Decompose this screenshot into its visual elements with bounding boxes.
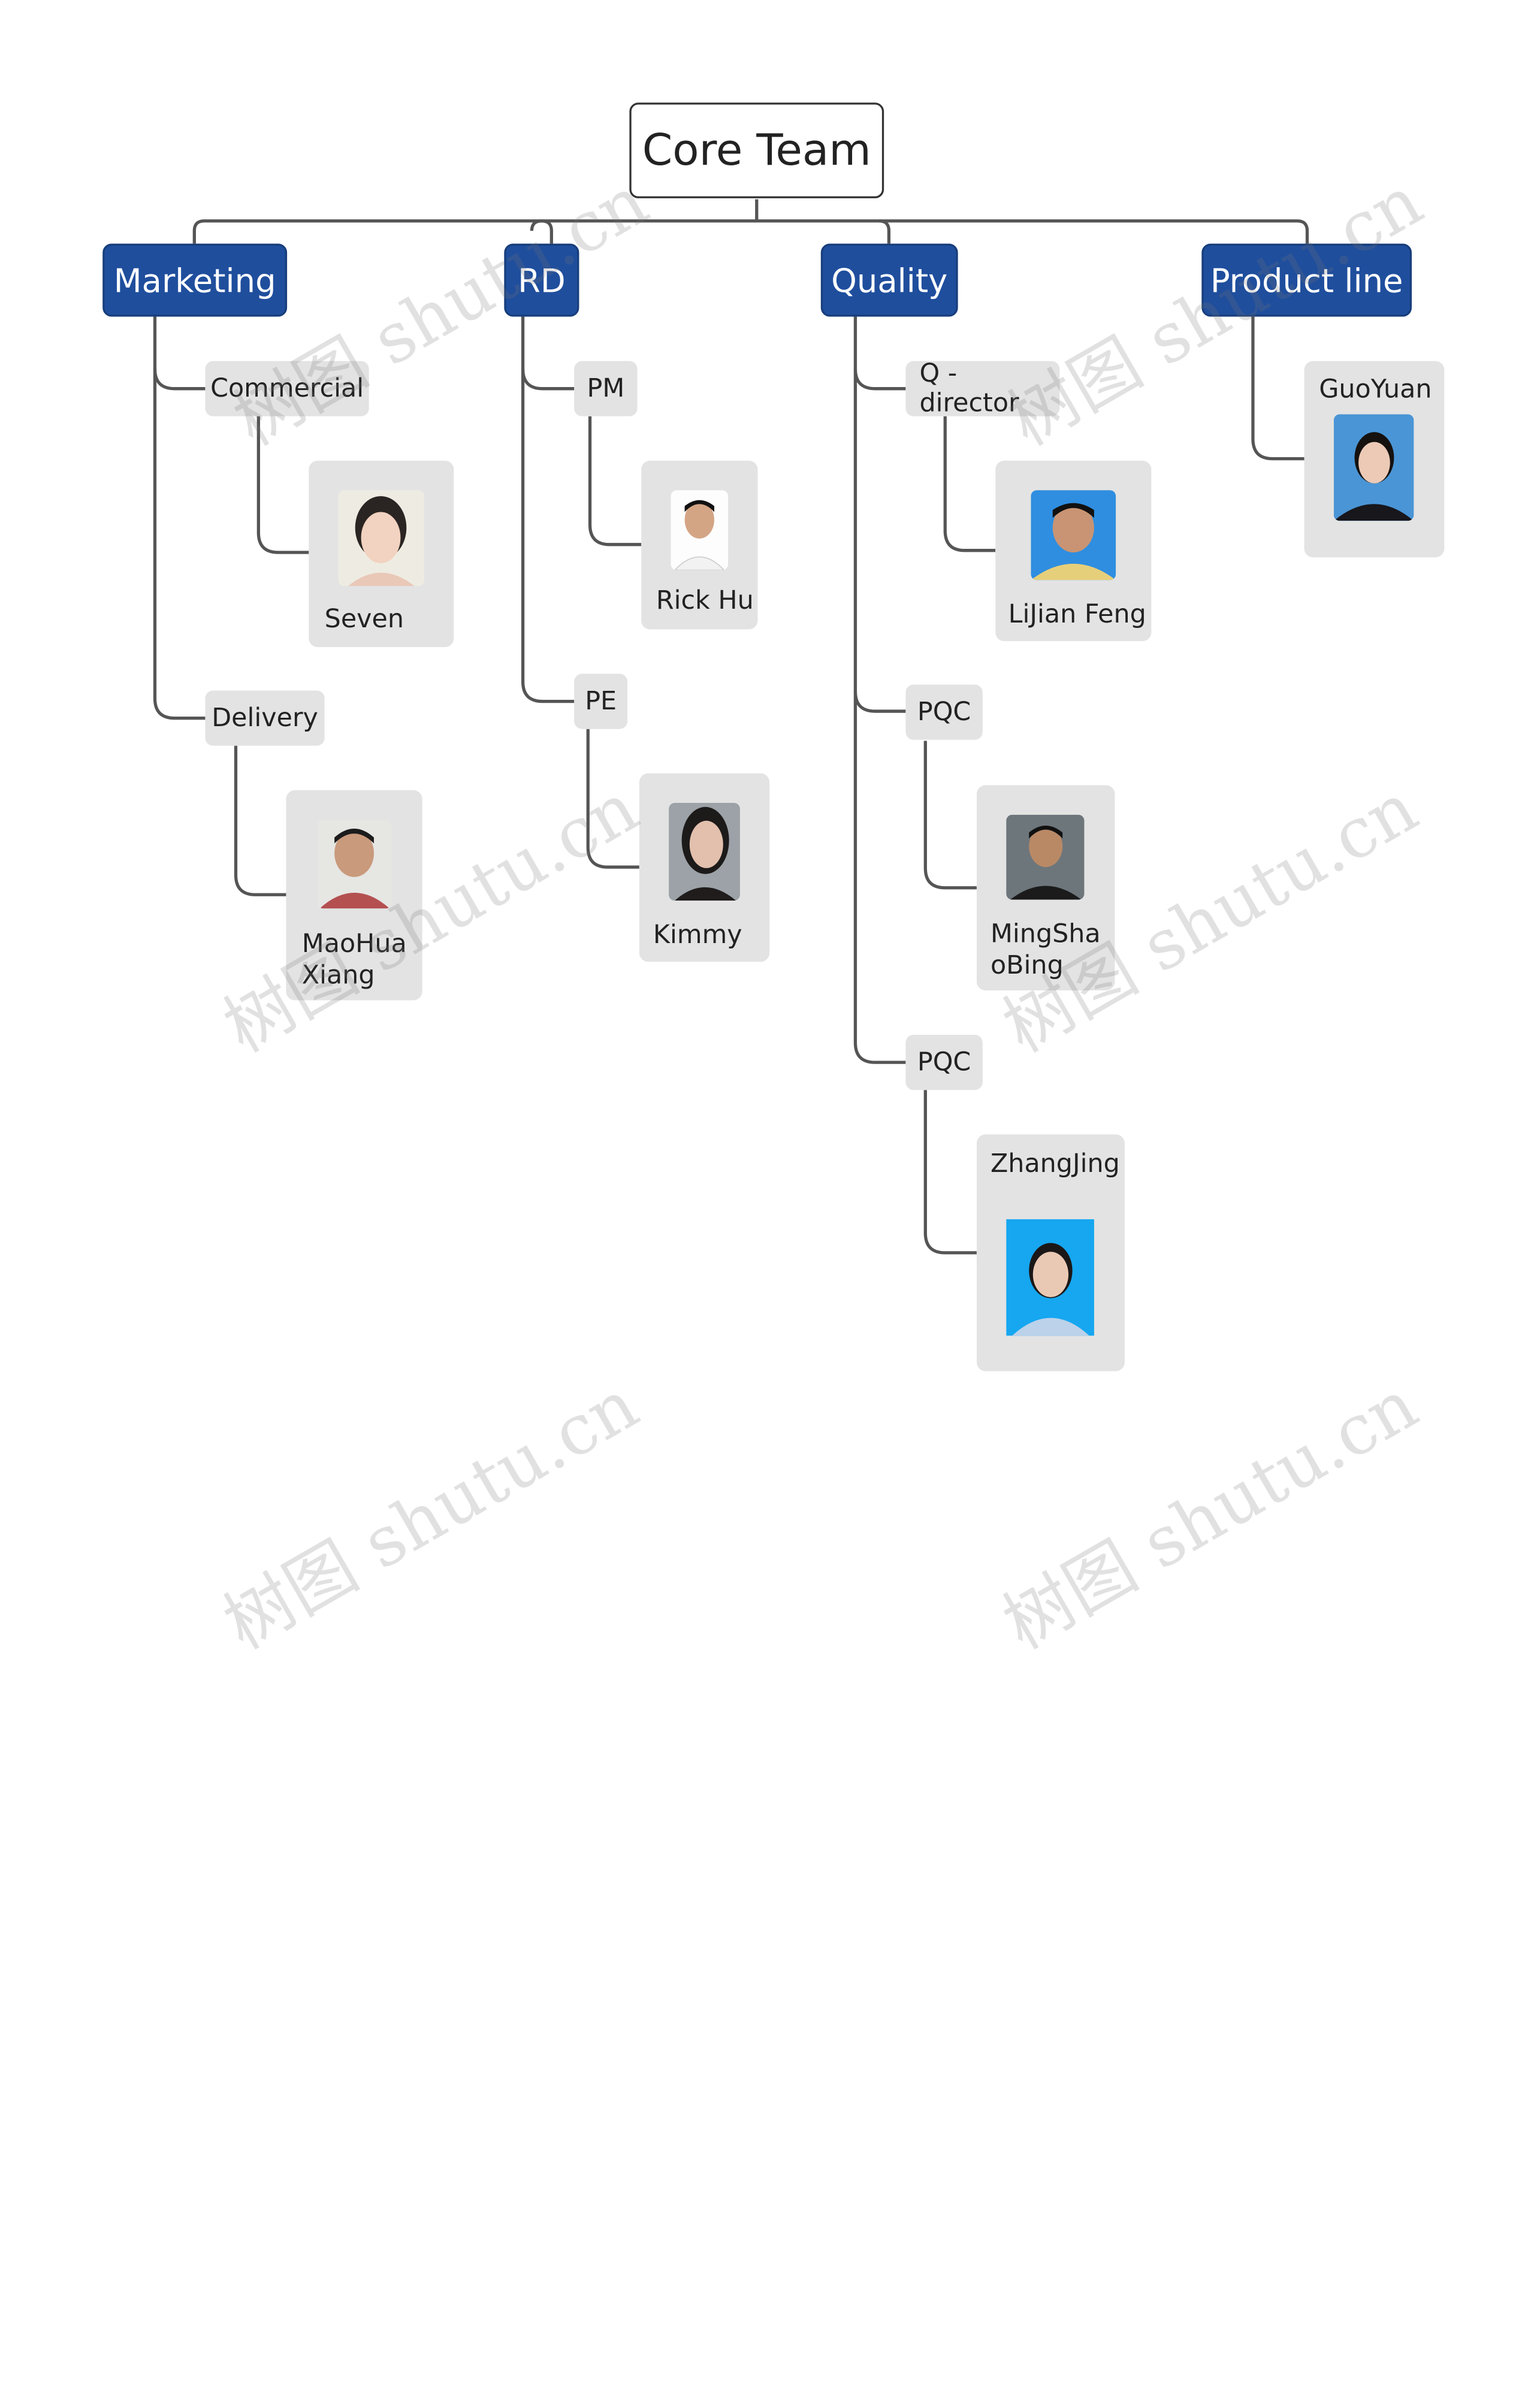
person-name-maohua: MaoHua Xiang [301, 929, 407, 990]
role-pm-label: PM [587, 373, 625, 404]
role-q-director-label: Q -director [919, 359, 1019, 419]
person-name-rick: Rick Hu [656, 585, 754, 616]
person-card-lijian[interactable]: LiJian Feng [995, 460, 1152, 642]
connector-marketing-commercial [153, 316, 206, 391]
photo-mingshao [1006, 814, 1085, 900]
connector-bus [192, 219, 1309, 244]
person-name-guoyuan: GuoYuan [1319, 374, 1432, 405]
person-card-mingshao[interactable]: MingSha oBing [976, 785, 1115, 990]
photo-lijian [1031, 490, 1116, 581]
dept-rd[interactable]: RD [504, 243, 579, 317]
role-pqc-2-label: PQC [917, 1047, 971, 1077]
person-name-zhangjing: ZhangJing [990, 1149, 1120, 1179]
person-name-seven: Seven [324, 605, 404, 635]
photo-kimmy [669, 803, 740, 901]
dept-quality[interactable]: Quality [820, 243, 958, 317]
dept-product-line[interactable]: Product line [1201, 243, 1412, 317]
role-pqc-2[interactable]: PQC [905, 1035, 983, 1090]
connector-delivery-maohua [234, 745, 286, 896]
person-name-mingshao: MingSha oBing [990, 919, 1101, 981]
person-name-kimmy: Kimmy [653, 920, 742, 950]
root-title: Core Team [642, 125, 871, 176]
role-pe-label: PE [585, 686, 617, 717]
person-card-guoyuan[interactable]: GuoYuan [1304, 361, 1445, 558]
photo-guoyuan [1333, 414, 1414, 521]
connector-quality-pqc2 [853, 691, 906, 1064]
root-node-core-team[interactable]: Core Team [629, 102, 884, 198]
connector-pqc2-zhangjing [923, 1090, 977, 1255]
connector-quality-qdirector [853, 316, 906, 391]
role-pe[interactable]: PE [574, 673, 628, 729]
person-name-lijian: LiJian Feng [1008, 600, 1146, 630]
connector-rd-pm [521, 316, 575, 391]
connector-commercial-seven [256, 416, 309, 554]
connector-bus-quality [878, 219, 891, 244]
connector-quality-pqc1 [853, 368, 906, 713]
connector-pqc1-mingshao [923, 741, 977, 890]
dept-rd-label: RD [518, 261, 566, 300]
dept-product-line-label: Product line [1210, 261, 1403, 300]
role-commercial[interactable]: Commercial [205, 361, 369, 416]
dept-marketing-label: Marketing [113, 261, 276, 300]
dept-quality-label: Quality [831, 261, 948, 300]
role-pm[interactable]: PM [574, 361, 638, 416]
photo-seven [338, 490, 424, 586]
connector-pe-kimmy [586, 729, 639, 869]
photo-rick [671, 490, 729, 570]
connector-pm-rick [588, 416, 642, 546]
person-card-zhangjing[interactable]: ZhangJing [976, 1134, 1125, 1371]
person-card-seven[interactable]: Seven [309, 460, 454, 648]
connector-qdirector-lijian [943, 416, 996, 552]
photo-zhangjing [1006, 1219, 1094, 1336]
role-pqc-1[interactable]: PQC [905, 684, 983, 740]
role-commercial-label: Commercial [210, 373, 364, 404]
dept-marketing[interactable]: Marketing [102, 243, 288, 317]
connector-lines [153, 199, 1309, 1255]
connector-bus-rd [530, 219, 553, 244]
role-pqc-1-label: PQC [917, 697, 971, 727]
person-card-maohua[interactable]: MaoHua Xiang [286, 790, 422, 1001]
role-q-director[interactable]: Q -director [905, 359, 1060, 419]
photo-maohua [318, 820, 392, 909]
person-card-kimmy[interactable]: Kimmy [639, 773, 770, 962]
role-delivery[interactable]: Delivery [205, 690, 325, 746]
connector-productline-guoyuan [1251, 316, 1304, 461]
person-card-rick[interactable]: Rick Hu [641, 460, 758, 630]
connector-rd-pe [521, 368, 575, 703]
role-delivery-label: Delivery [212, 703, 318, 733]
connector-marketing-delivery [153, 368, 206, 720]
